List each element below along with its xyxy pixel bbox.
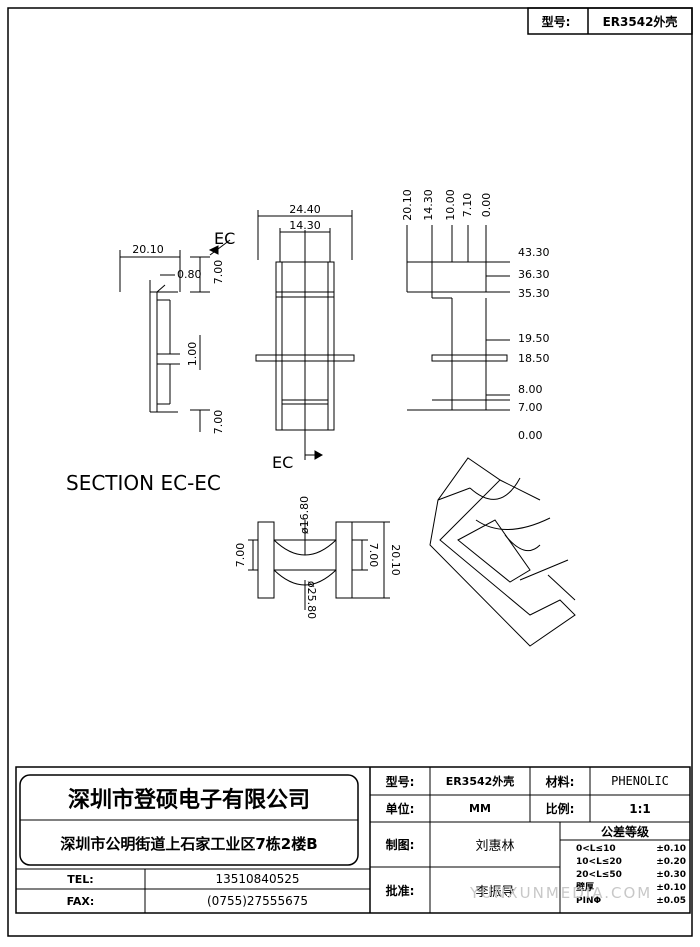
tb-approved-label: 批准: (385, 883, 415, 898)
company-address: 深圳市公明街道上石家工业区7栋2楼B (60, 834, 318, 853)
header-model-box: 型号: ER3542外壳 (527, 7, 693, 35)
dim-bottom-total-height: 20.10 (389, 544, 402, 576)
tb-material-label: 材料: (545, 774, 575, 789)
dim-side-6: 8.00 (518, 383, 543, 396)
tolerance-range: 10<L≤20 (576, 857, 622, 867)
dim-left-center-gap: 1.00 (186, 342, 199, 367)
tolerance-row: 10<L≤20 ±0.20 (576, 856, 686, 869)
drawing-border (7, 7, 693, 937)
isometric-view (429, 457, 576, 647)
title-block (15, 766, 691, 914)
dim-left-width: 20.10 (132, 243, 164, 256)
header-model-label: 型号: (542, 14, 571, 29)
tolerance-range: PINΦ (576, 896, 602, 906)
header-model-value: ER3542外壳 (603, 14, 678, 29)
tb-scale-label: 比例: (545, 802, 575, 816)
tb-unit-value: MM (469, 802, 491, 815)
tolerance-row: PINΦ ±0.05 (576, 895, 686, 908)
tolerance-row: 0<L≤10 ±0.10 (576, 843, 686, 856)
bottom-view (248, 520, 390, 610)
tb-drawn-label: 制图: (385, 838, 415, 852)
fax-label: FAX: (66, 894, 95, 908)
tel-value: 13510840525 (215, 872, 300, 886)
section-marker-bottom: EC (272, 453, 293, 472)
dim-side-7: 7.00 (518, 401, 543, 414)
tb-model-value: ER3542外壳 (445, 775, 515, 788)
section-marker-top: EC (214, 229, 235, 248)
tolerance-value: ±0.10 (656, 844, 686, 854)
dim-side-2: 36.30 (518, 268, 550, 281)
dim-top-5: 0.00 (480, 193, 493, 218)
tb-approved-value: 李振导 (475, 884, 515, 900)
dim-side-1: 43.30 (518, 246, 550, 259)
dim-outer-diameter: ø25.80 (305, 581, 318, 619)
tolerance-row: 20<L≤50 ±0.30 (576, 869, 686, 882)
right-view (406, 225, 510, 411)
tolerance-value: ±0.20 (656, 857, 686, 867)
tb-scale-value: 1:1 (629, 801, 651, 816)
tolerance-table: 0<L≤10 ±0.10 10<L≤20 ±0.20 20<L≤50 ±0.30 壁厚… (576, 843, 686, 908)
drawing-annotations: 20.10 0.80 1.00 7.00 7.00 EC EC SECTION … (66, 189, 550, 619)
tolerance-value: ±0.30 (656, 870, 686, 880)
tolerance-row: 壁厚 ±0.10 (576, 882, 686, 895)
tb-model-label: 型号: (385, 774, 415, 789)
dim-front-inner-width: 14.30 (289, 219, 321, 232)
dim-side-4: 19.50 (518, 332, 550, 345)
dim-top-1: 20.10 (401, 189, 414, 221)
dim-front-overall-width: 24.40 (289, 203, 321, 216)
tolerance-range: 20<L≤50 (576, 870, 622, 880)
tolerance-value: ±0.10 (656, 883, 686, 893)
dim-side-5: 18.50 (518, 352, 550, 365)
company-name: 深圳市登硕电子有限公司 (67, 788, 310, 813)
fax-value: (0755)27555675 (207, 894, 308, 908)
tb-material-value: PHENOLIC (611, 774, 669, 788)
dim-left-thickness: 0.80 (177, 268, 202, 281)
dim-top-3: 10.00 (444, 189, 457, 221)
dim-left-top-height: 7.00 (212, 260, 225, 285)
dim-bottom-right-height: 7.00 (367, 543, 380, 568)
dim-side-3: 35.30 (518, 287, 550, 300)
tb-unit-label: 单位: (385, 802, 415, 816)
watermark: YUNXUNMEDIA.COM (470, 884, 653, 902)
front-view (255, 210, 355, 460)
dim-bottom-left-height: 7.00 (234, 543, 247, 568)
tolerance-value: ±0.05 (656, 896, 686, 906)
dim-left-bottom-height: 7.00 (212, 410, 225, 435)
dim-top-2: 14.30 (422, 189, 435, 221)
tolerance-range: 0<L≤10 (576, 844, 616, 854)
left-section-view (119, 239, 231, 432)
tolerance-range: 壁厚 (576, 883, 595, 893)
tb-drawn-value: 刘惠林 (475, 839, 515, 854)
section-title: SECTION EC-EC (66, 471, 221, 495)
dim-top-4: 7.10 (461, 193, 474, 218)
dim-side-8: 0.00 (518, 429, 543, 442)
dim-inner-diameter: ø16.80 (298, 496, 311, 534)
tolerance-title: 公差等级 (600, 824, 649, 839)
tel-label: TEL: (67, 872, 94, 886)
